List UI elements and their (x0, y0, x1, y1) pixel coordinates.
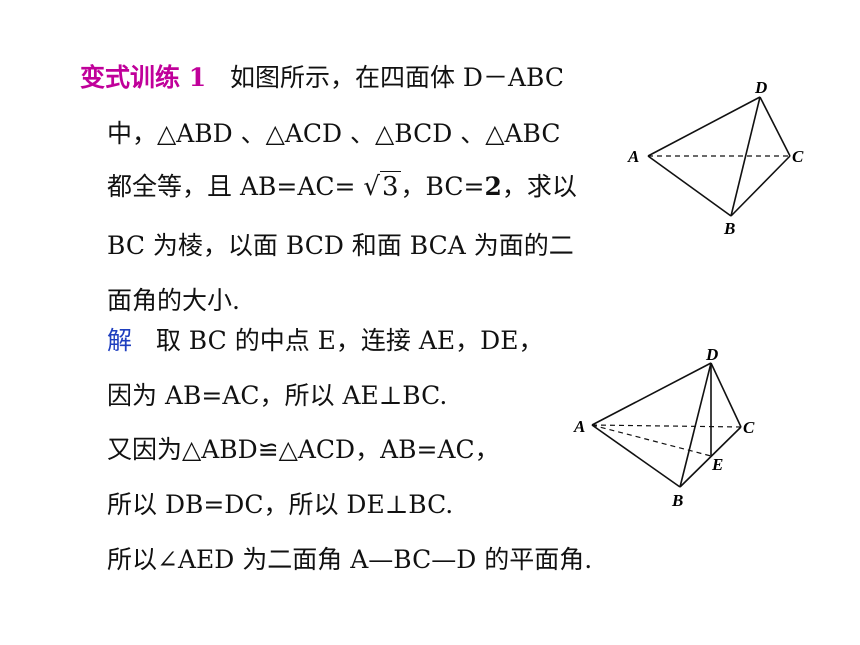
edge2-DC (710, 362, 742, 428)
fig2-label-B: B (671, 491, 683, 510)
fig1-label-B: B (723, 219, 735, 238)
sqrt-radicand: 3 (379, 171, 401, 202)
problem-line-3: 都全等，且 AB=AC= √3，BC=2，求以 (107, 171, 577, 202)
problem-line-2: 中，△ABD 、△ACD 、△BCD 、△ABC (107, 119, 561, 148)
edge-DC (759, 96, 791, 157)
solution-line-2: 因为 AB=AC，所以 AE⊥BC. (107, 381, 448, 410)
solution-line-3: 又因为△ABD≌△ACD，AB=AC， (107, 435, 500, 464)
solution-line-4: 所以 DB=DC，所以 DE⊥BC. (107, 490, 454, 519)
fig2-label-D: D (705, 345, 718, 364)
edge2-DB (679, 362, 712, 488)
edge-BC (730, 155, 791, 217)
problem-text-3-two: 2 (484, 172, 502, 201)
edge2-AE-hidden (591, 424, 712, 457)
fig1-label-C: C (792, 147, 804, 166)
problem-line-4: BC 为棱，以面 BCD 和面 BCA 为面的二 (107, 231, 574, 260)
edge2-BC (679, 426, 742, 488)
fig2-label-E: E (711, 455, 723, 474)
fig1-label-D: D (754, 78, 767, 97)
solution-line-1: 解 取 BC 的中点 E，连接 AE，DE， (107, 328, 543, 353)
fig2-label-C: C (743, 418, 755, 437)
edge2-AB (591, 424, 681, 488)
solution-label: 解 (107, 326, 133, 355)
fig1-label-A: A (627, 147, 639, 166)
edge-DB (730, 96, 761, 217)
problem-line-5: 面角的大小. (107, 286, 240, 315)
problem-text-3c: ，求以 (501, 172, 577, 201)
problem-text-1: 如图所示，在四面体 D－ABC (229, 63, 564, 92)
edge-AD (647, 96, 761, 157)
problem-text-3b: ，BC= (400, 172, 485, 201)
solution-text-1: 取 BC 的中点 E，连接 AE，DE， (155, 326, 544, 355)
radical-icon: √ (363, 172, 380, 202)
problem-text-3a: 都全等，且 AB=AC= (107, 172, 356, 201)
edge-AB (647, 155, 732, 217)
sqrt-three: √3 (363, 171, 401, 202)
solution-line-5: 所以∠AED 为二面角 A—BC—D 的平面角. (107, 545, 593, 574)
fig2-label-A: A (573, 417, 585, 436)
edge2-AC-hidden (591, 424, 742, 428)
problem-heading: 变式训练 1 (80, 63, 207, 92)
problem-line-1: 变式训练 1 如图所示，在四面体 D－ABC (80, 65, 564, 90)
edge2-AD (591, 362, 712, 426)
